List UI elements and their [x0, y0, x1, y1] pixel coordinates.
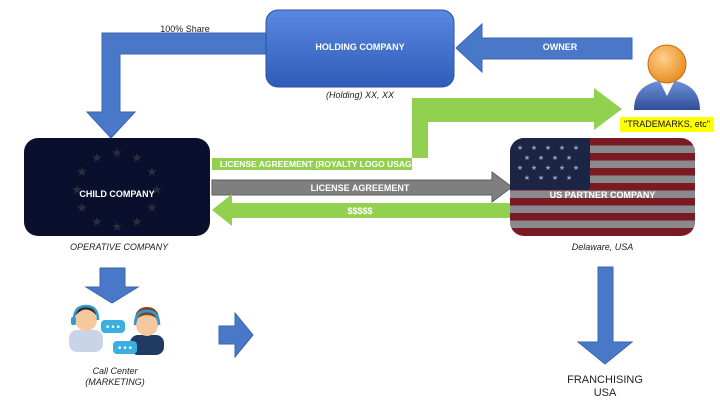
svg-text:•••: ••• — [105, 323, 121, 333]
trademarks-highlight — [620, 117, 714, 132]
eu-stars: ★ ★ ★ ★ ★ ★ ★ ★ ★ ★ ★ ★ — [71, 146, 163, 235]
us-partner-box: ★★★★★ ★★★★ ★★★★★ ★★★★ — [510, 138, 695, 236]
call-center-line2: (MARKETING) — [85, 377, 145, 387]
child-company-label: CHILD COMPANY — [79, 189, 155, 199]
svg-text:★: ★ — [552, 154, 558, 162]
franchising-line1: FRANCHISING — [567, 374, 643, 386]
down-arrow-callcenter — [84, 267, 140, 304]
svg-text:★: ★ — [545, 164, 551, 172]
svg-text:★: ★ — [91, 151, 103, 166]
owner-label: OWNER — [542, 42, 578, 52]
svg-text:★: ★ — [538, 154, 544, 162]
svg-text:★: ★ — [517, 164, 523, 172]
svg-text:★: ★ — [111, 220, 123, 235]
us-partner-caption: Delaware, USA — [571, 242, 634, 252]
payment-arrow — [212, 194, 510, 226]
svg-text:★: ★ — [538, 174, 544, 182]
license-agreement-label: LICENSE AGREEMENT — [310, 183, 410, 193]
payment-label: $$$$$ — [347, 206, 373, 216]
svg-text:★: ★ — [91, 215, 103, 230]
share-label: 100% Share — [160, 24, 210, 34]
us-partner-label: US PARTNER COMPANY — [549, 190, 656, 200]
svg-text:★: ★ — [517, 144, 523, 152]
svg-text:★: ★ — [573, 164, 579, 172]
svg-text:★: ★ — [131, 151, 143, 166]
svg-text:★: ★ — [552, 174, 558, 182]
svg-text:★: ★ — [146, 165, 158, 180]
svg-text:•••: ••• — [117, 344, 133, 354]
call-center-label: Call Center (MARKETING) — [60, 366, 170, 388]
right-arrow-callcenter — [218, 311, 254, 359]
svg-text:★: ★ — [524, 174, 530, 182]
svg-text:★: ★ — [531, 164, 537, 172]
svg-text:★: ★ — [559, 164, 565, 172]
svg-text:★: ★ — [573, 144, 579, 152]
svg-text:★: ★ — [559, 144, 565, 152]
share-arrow — [85, 32, 269, 139]
franchising-label: FRANCHISING USA — [555, 374, 655, 400]
owner-arrow — [455, 22, 633, 74]
svg-text:★: ★ — [524, 154, 530, 162]
svg-text:★: ★ — [111, 146, 123, 161]
call-center-line1: Call Center — [92, 366, 138, 376]
svg-text:★: ★ — [131, 215, 143, 230]
svg-text:★: ★ — [71, 183, 83, 198]
svg-text:★: ★ — [545, 144, 551, 152]
franchising-line2: USA — [593, 387, 617, 399]
svg-text:★: ★ — [531, 144, 537, 152]
svg-text:★: ★ — [151, 183, 163, 198]
royalty-arrow — [212, 88, 622, 170]
down-arrow-franchising — [576, 266, 634, 365]
child-company-caption: OPERATIVE COMPANY — [70, 242, 169, 252]
call-center-agents-icon: ••• ••• — [69, 304, 164, 355]
holding-company-caption: (Holding) XX, XX — [325, 90, 395, 100]
trademarks-label: "TRADEMARKS, etc" — [624, 119, 710, 129]
holding-company-label: HOLDING COMPANY — [315, 42, 405, 52]
svg-text:★: ★ — [76, 201, 88, 216]
svg-text:★: ★ — [146, 201, 158, 216]
royalty-agreement-label: LICENSE AGREEMENT (ROYALTY LOGO USAGE) — [219, 159, 421, 169]
svg-text:★: ★ — [566, 154, 572, 162]
svg-text:★: ★ — [566, 174, 572, 182]
child-company-box — [24, 138, 210, 236]
holding-company-box — [265, 9, 455, 88]
owner-person-icon — [634, 44, 700, 110]
license-arrow — [211, 171, 513, 203]
svg-text:★: ★ — [76, 165, 88, 180]
